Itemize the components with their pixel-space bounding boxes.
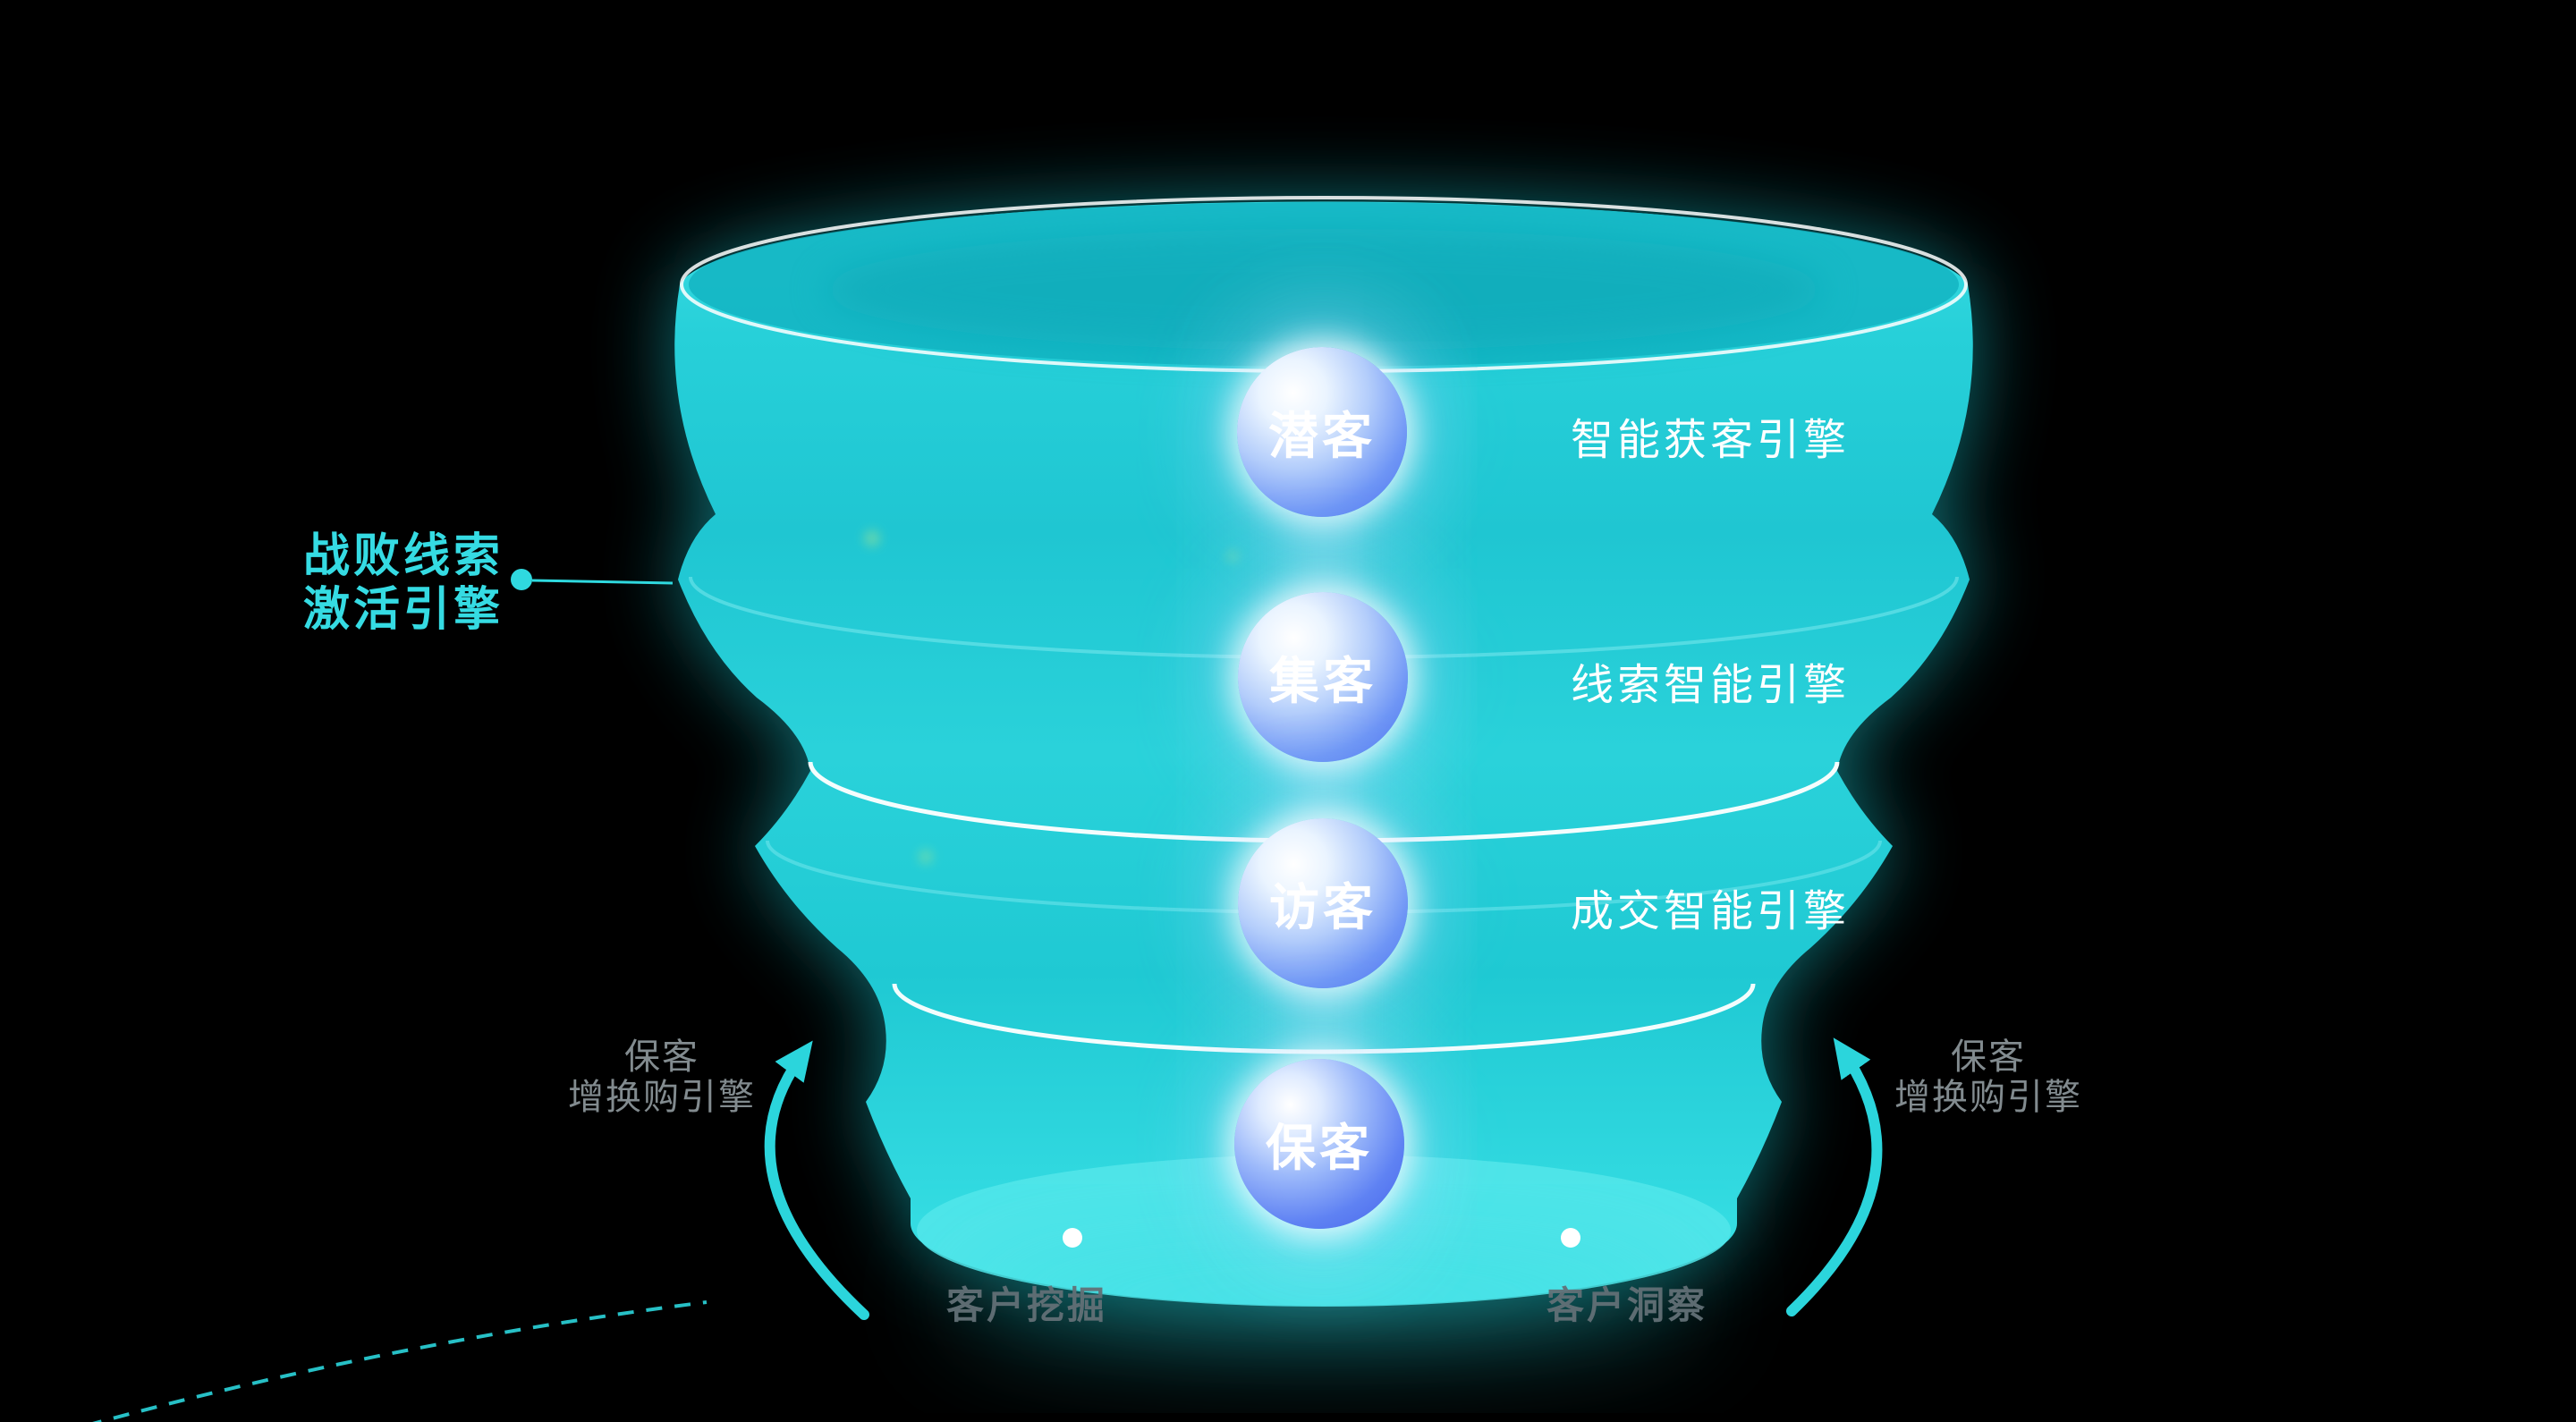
lost-lead-activation-callout: 战败线索 激活引擎 (153, 529, 654, 637)
callout-line1: 战败线索 (302, 529, 504, 583)
stage-badge-prospect: 潜客 (1237, 347, 1407, 517)
stage-badge-label: 保客 (1266, 1119, 1373, 1178)
green-accent-dot (864, 530, 880, 546)
callout-dot (511, 569, 532, 590)
green-accent-dot (919, 850, 933, 864)
customer-mining-label: 客户挖掘 (945, 1283, 1107, 1327)
stage-badge-label: 潜客 (1268, 407, 1376, 466)
stage-badge-label: 集客 (1269, 652, 1377, 711)
right-up-arrow (1786, 1037, 1883, 1316)
left-up-arrow (764, 1040, 869, 1320)
side-label-line2: 增换购引擎 (1894, 1077, 2082, 1118)
funnel-bottom-glow (948, 1247, 1699, 1350)
callout-line (531, 579, 674, 585)
callout-line2: 激活引擎 (302, 583, 504, 637)
side-label-line1: 保客 (1951, 1037, 2026, 1078)
bottom-dot-right (1561, 1228, 1580, 1248)
stage-badge-visitor: 访客 (1238, 818, 1408, 988)
engine-label-lead-intelligence: 线索智能引擎 (1571, 660, 1851, 710)
left-upsell-engine-label: 保客 增换购引擎 (474, 1037, 850, 1118)
stage-badge-lead: 集客 (1238, 592, 1408, 762)
side-label-line1: 保客 (624, 1037, 699, 1078)
bottom-dot-left (1063, 1228, 1082, 1248)
customer-insight-label: 客户洞察 (1546, 1283, 1707, 1327)
engine-label-deal-intelligence: 成交智能引擎 (1571, 886, 1851, 936)
right-upsell-engine-label: 保客 增换购引擎 (1801, 1037, 2176, 1118)
funnel-top-opening-shade (823, 229, 1825, 351)
dashed-base-arc (92, 1300, 708, 1422)
green-accent-dot (1226, 550, 1239, 563)
engine-label-acquisition: 智能获客引擎 (1571, 415, 1851, 465)
side-label-line2: 增换购引擎 (568, 1077, 756, 1118)
stage-badge-label: 访客 (1269, 878, 1377, 937)
stage-badge-retained: 保客 (1234, 1059, 1404, 1229)
